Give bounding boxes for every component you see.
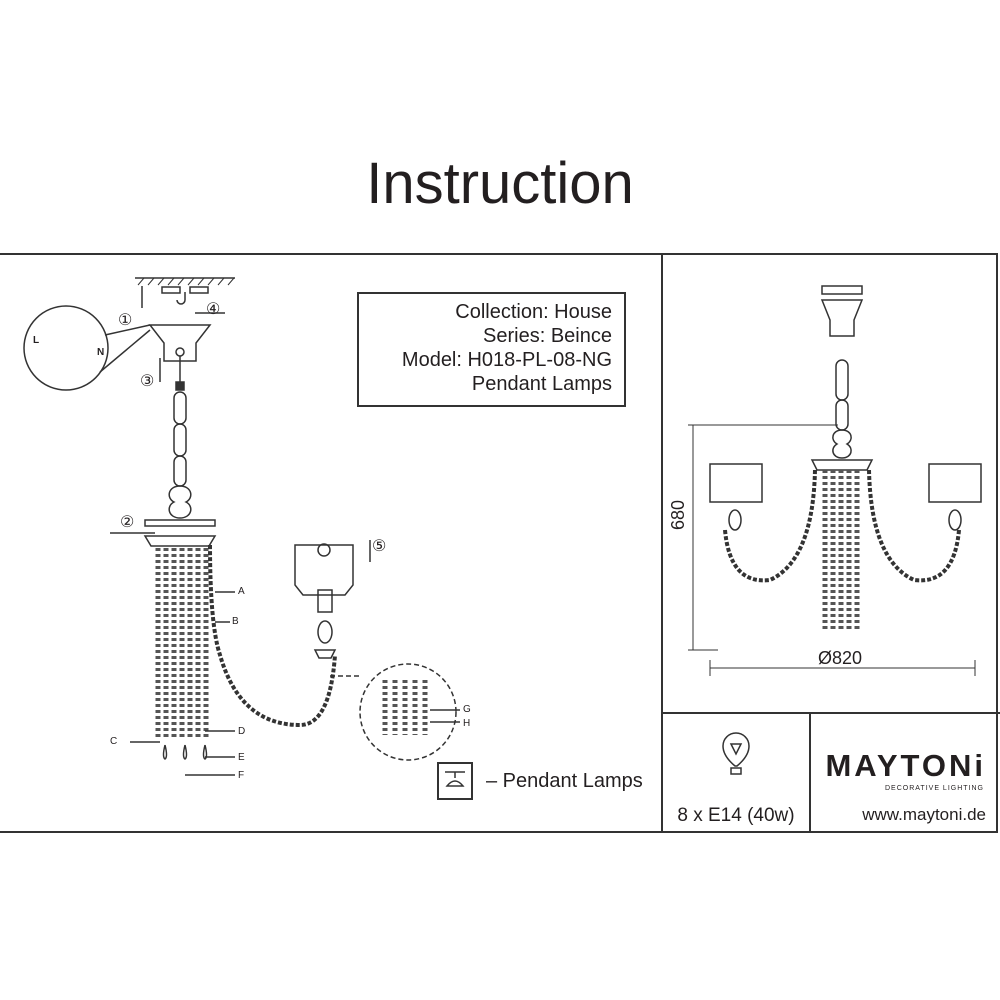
part-label-d: D bbox=[238, 726, 246, 737]
part-label-b: B bbox=[232, 616, 239, 627]
legend-text: – Pendant Lamps bbox=[486, 770, 643, 792]
divider bbox=[809, 712, 811, 833]
diameter-dimension: Ø820 bbox=[818, 648, 863, 668]
bulb-spec: 8 x E14 (40w) bbox=[677, 805, 795, 826]
step-5: ⑤ bbox=[372, 538, 387, 555]
step-2: ② bbox=[120, 514, 135, 531]
product-type: Pendant Lamps bbox=[471, 373, 612, 395]
step-3: ③ bbox=[140, 373, 155, 390]
brand-tagline: DECORATIVE LIGHTING bbox=[885, 785, 984, 792]
part-label-f: F bbox=[238, 770, 245, 781]
instruction-frame bbox=[0, 253, 998, 833]
part-label-g: G bbox=[463, 704, 471, 715]
wire-label-l: L bbox=[33, 335, 40, 346]
divider bbox=[661, 712, 1000, 714]
light-bulb-icon bbox=[724, 730, 750, 780]
part-label-h: H bbox=[463, 718, 471, 729]
series: Series: Beince bbox=[483, 325, 612, 347]
part-label-a: A bbox=[238, 586, 245, 597]
wire-label-n: N bbox=[97, 347, 105, 358]
pendant-lamp-icon bbox=[437, 762, 473, 800]
model: Model: H018-PL-08-NG bbox=[401, 349, 612, 371]
brand-url[interactable]: www.maytoni.de bbox=[862, 805, 986, 824]
divider bbox=[661, 253, 663, 833]
part-label-e: E bbox=[238, 752, 245, 763]
part-label-c: C bbox=[110, 736, 118, 747]
step-4: ④ bbox=[206, 301, 221, 318]
height-dimension: 680 bbox=[668, 499, 688, 530]
collection: Collection: House bbox=[455, 301, 612, 323]
brand-logo: MAYTONi bbox=[825, 748, 986, 783]
step-1: ① bbox=[118, 312, 133, 329]
product-info-box: Collection: House Series: Beince Model: … bbox=[357, 292, 626, 407]
page-title: Instruction bbox=[366, 151, 634, 216]
